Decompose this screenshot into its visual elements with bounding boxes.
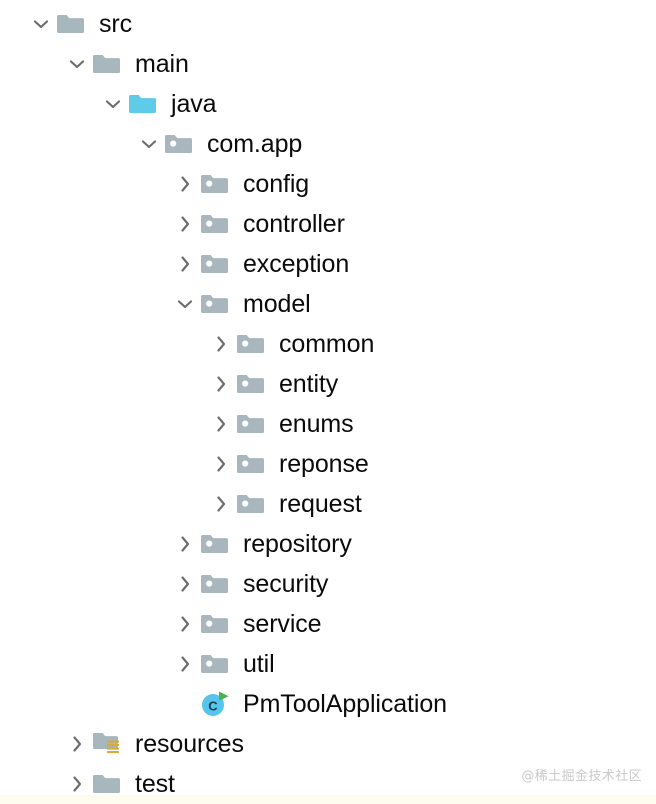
tree-row-label: com.app bbox=[207, 130, 303, 158]
tree-row[interactable]: common bbox=[0, 324, 656, 364]
tree-row[interactable]: resources bbox=[0, 724, 656, 764]
tree-row[interactable]: config bbox=[0, 164, 656, 204]
package-icon bbox=[200, 569, 234, 599]
tree-row-label: request bbox=[279, 490, 362, 518]
package-icon bbox=[200, 209, 234, 239]
tree-row-label: exception bbox=[243, 250, 350, 278]
tree-row[interactable]: util bbox=[0, 644, 656, 684]
tree-row[interactable]: controller bbox=[0, 204, 656, 244]
tree-row-label: util bbox=[243, 650, 275, 678]
chevron-right-icon[interactable] bbox=[208, 491, 234, 517]
package-icon bbox=[200, 169, 234, 199]
resources-folder-icon bbox=[92, 729, 126, 759]
chevron-right-icon[interactable] bbox=[172, 251, 198, 277]
tree-row[interactable]: enums bbox=[0, 404, 656, 444]
chevron-right-icon[interactable] bbox=[172, 651, 198, 677]
chevron-right-icon[interactable] bbox=[208, 451, 234, 477]
chevron-down-icon[interactable] bbox=[64, 51, 90, 77]
tree-row-label: model bbox=[243, 290, 311, 318]
tree-row[interactable]: entity bbox=[0, 364, 656, 404]
package-icon bbox=[236, 489, 270, 519]
tree-row-label: resources bbox=[135, 730, 244, 758]
chevron-right-icon[interactable] bbox=[172, 171, 198, 197]
chevron-right-icon[interactable] bbox=[172, 211, 198, 237]
chevron-down-icon[interactable] bbox=[28, 11, 54, 37]
folder-icon bbox=[92, 769, 126, 799]
package-icon bbox=[200, 609, 234, 639]
tree-row-label: service bbox=[243, 610, 322, 638]
tree-row[interactable]: service bbox=[0, 604, 656, 644]
package-icon bbox=[236, 409, 270, 439]
tree-row-label: PmToolApplication bbox=[243, 690, 447, 718]
tree-row[interactable]: test bbox=[0, 764, 656, 804]
chevron-right-icon[interactable] bbox=[172, 611, 198, 637]
tree-row-label: reponse bbox=[279, 450, 369, 478]
tree-row-label: entity bbox=[279, 370, 339, 398]
package-icon bbox=[164, 129, 198, 159]
source-root-folder-icon bbox=[128, 89, 162, 119]
chevron-right-icon[interactable] bbox=[64, 731, 90, 757]
folder-icon bbox=[92, 49, 126, 79]
chevron-right-icon[interactable] bbox=[172, 571, 198, 597]
chevron-down-icon[interactable] bbox=[100, 91, 126, 117]
chevron-down-icon[interactable] bbox=[136, 131, 162, 157]
tree-row-label: controller bbox=[243, 210, 345, 238]
package-icon bbox=[236, 449, 270, 479]
tree-row[interactable]: security bbox=[0, 564, 656, 604]
chevron-right-icon[interactable] bbox=[208, 411, 234, 437]
chevron-right-icon[interactable] bbox=[208, 331, 234, 357]
package-icon bbox=[200, 529, 234, 559]
tree-row[interactable]: repository bbox=[0, 524, 656, 564]
chevron-right-icon[interactable] bbox=[64, 771, 90, 797]
tree-row-label: src bbox=[99, 10, 133, 38]
tree-row-label: repository bbox=[243, 530, 352, 558]
package-icon bbox=[200, 249, 234, 279]
tree-row[interactable]: C PmToolApplication bbox=[0, 684, 656, 724]
folder-icon bbox=[56, 9, 90, 39]
package-icon bbox=[236, 329, 270, 359]
chevron-right-icon[interactable] bbox=[208, 371, 234, 397]
tree-row[interactable]: exception bbox=[0, 244, 656, 284]
package-icon bbox=[236, 369, 270, 399]
tree-row-label: test bbox=[135, 770, 175, 798]
tree-row[interactable]: src bbox=[0, 4, 656, 44]
tree-row-label: enums bbox=[279, 410, 354, 438]
tree-row-label: common bbox=[279, 330, 375, 358]
package-icon bbox=[200, 649, 234, 679]
twisty-placeholder bbox=[172, 691, 198, 717]
tree-row[interactable]: reponse bbox=[0, 444, 656, 484]
tree-row-label: main bbox=[135, 50, 189, 78]
tree-row[interactable]: model bbox=[0, 284, 656, 324]
chevron-down-icon[interactable] bbox=[172, 291, 198, 317]
java-class-run-icon: C bbox=[200, 689, 234, 719]
package-icon bbox=[200, 289, 234, 319]
svg-text:C: C bbox=[208, 699, 218, 714]
tree-row[interactable]: com.app bbox=[0, 124, 656, 164]
tree-row-label: config bbox=[243, 170, 310, 198]
watermark-label: @稀土掘金技术社区 bbox=[521, 769, 642, 784]
tree-row-label: java bbox=[171, 90, 217, 118]
tree-row[interactable]: main bbox=[0, 44, 656, 84]
tree-row[interactable]: java bbox=[0, 84, 656, 124]
bottom-tint-band bbox=[0, 795, 656, 804]
tree-row-label: security bbox=[243, 570, 329, 598]
chevron-right-icon[interactable] bbox=[172, 531, 198, 557]
tree-row[interactable]: request bbox=[0, 484, 656, 524]
